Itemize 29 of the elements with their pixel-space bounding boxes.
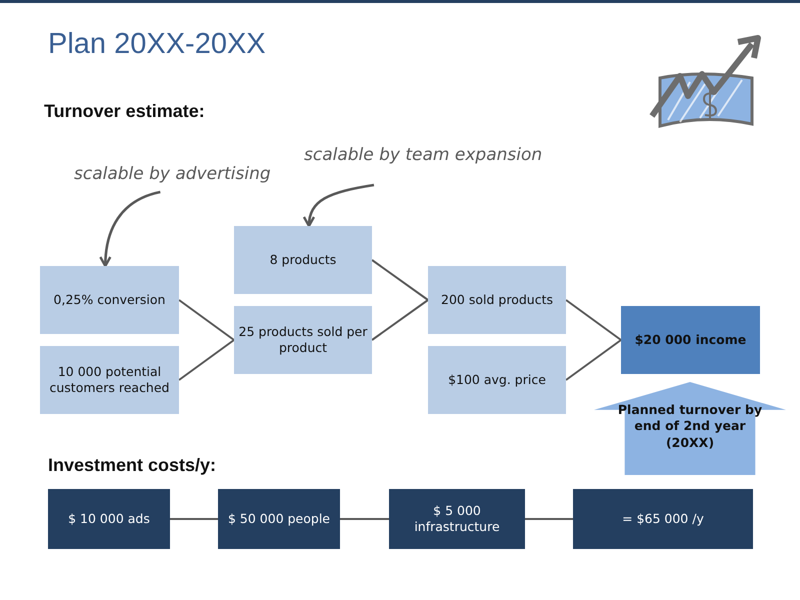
connector-line [170,518,218,520]
handwritten-note: scalable by team expansion [300,141,555,169]
connector-line [178,339,235,381]
cost-box: $ 5 000 infrastructure [389,489,525,549]
slide-title: Plan 20XX-20XX [48,28,266,61]
value-box: 10 000 potential customers reached [40,346,179,414]
handwritten-note: scalable by advertising [70,160,280,188]
connector-line [371,299,429,341]
curved-arrow [303,184,374,228]
section-heading: Turnover estimate: [44,101,205,122]
section-heading: Investment costs/y: [48,455,216,476]
value-box: 0,25% conversion [40,266,179,334]
up-arrow-callout [594,382,786,475]
connector-line [565,339,622,381]
cost-box: $ 10 000 ads [48,489,170,549]
value-box: 25 products sold per product [234,306,372,374]
connector-line [178,299,235,341]
connector-line [565,299,622,341]
callout-text: Planned turnover by end of 2nd year (20XX) [616,402,764,451]
connector-line [371,259,429,301]
value-box: $100 avg. price [428,346,566,414]
value-box: 8 products [234,226,372,294]
value-box: 200 sold products [428,266,566,334]
connector-line [340,518,389,520]
total-box: = $65 000 /y [573,489,753,549]
connector-line [525,518,573,520]
curved-arrow [99,190,161,268]
cost-box: $ 50 000 people [218,489,340,549]
result-box: $20 000 income [621,306,760,374]
